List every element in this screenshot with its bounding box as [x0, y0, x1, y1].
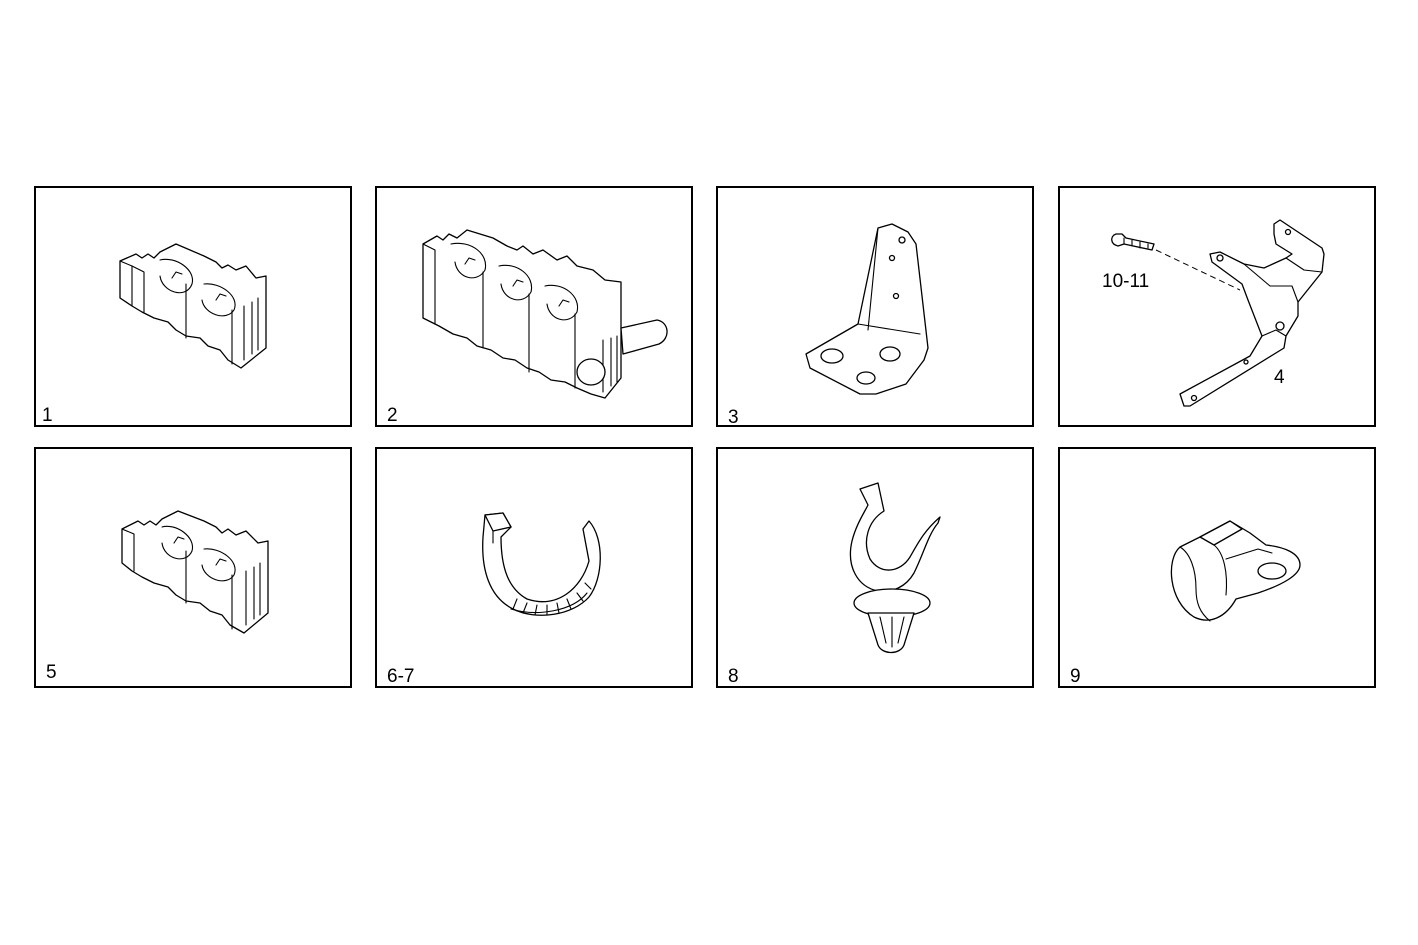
push-in-clip-drawing — [849, 482, 941, 654]
p-clip-drawing — [1170, 520, 1301, 622]
panel-item-3: 3 — [716, 186, 1034, 427]
item-number-8: 8 — [728, 666, 739, 687]
item-number-2: 2 — [387, 405, 398, 426]
item-number-9: 9 — [1070, 666, 1081, 687]
panel-item-8: 8 — [716, 447, 1034, 688]
bracket-with-bolt-drawing — [1111, 219, 1325, 407]
panel-item-2: 2 — [375, 186, 693, 427]
item-number-5: 5 — [46, 662, 57, 683]
bolt-callout-label: 10-11 — [1102, 271, 1150, 292]
panel-item-6-7: 6-7 — [375, 447, 693, 688]
panel-item-5: 5 — [34, 447, 352, 688]
item-number-6-7: 6-7 — [387, 666, 415, 687]
panel-item-4: 10-11 4 — [1058, 186, 1376, 427]
cable-tie-drawing — [482, 512, 601, 616]
mounting-bracket-drawing — [805, 223, 929, 395]
item-number-4: 4 — [1274, 367, 1285, 388]
item-number-1: 1 — [42, 405, 53, 426]
double-pipe-clamp-drawing — [121, 510, 269, 634]
panel-item-1: 1 — [34, 186, 352, 427]
panel-item-9: 9 — [1058, 447, 1376, 688]
double-pipe-clamp-drawing — [119, 243, 267, 369]
item-number-3: 3 — [728, 407, 739, 428]
triple-pipe-clamp-drawing — [422, 229, 668, 399]
